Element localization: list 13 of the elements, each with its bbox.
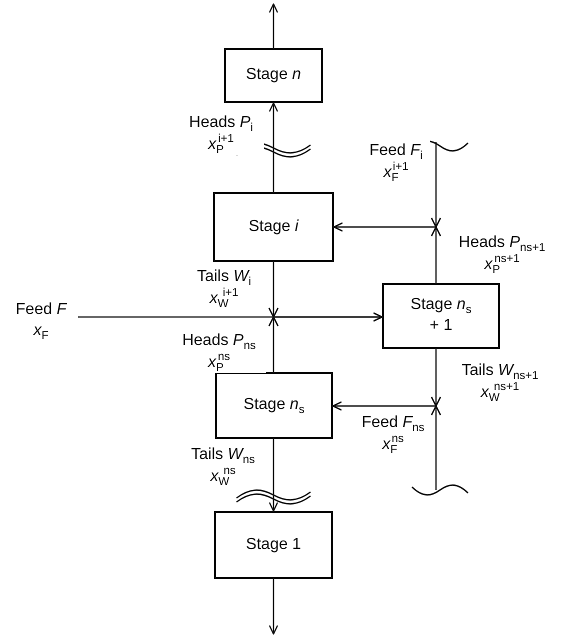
stage-box: Stage i: [213, 192, 334, 262]
arrow: [268, 579, 278, 635]
stage-box: Stage n$_{s}$ + 1: [382, 283, 500, 349]
arrow: [78, 312, 383, 322]
arrow: [332, 401, 442, 490]
arrow: [268, 439, 278, 512]
stage-box: Stage 1: [214, 511, 333, 579]
feed-label: Feed F x$_{F}$: [6, 296, 76, 346]
arrow: [333, 142, 442, 232]
arrow: [268, 3, 278, 48]
stage-box: Stage n: [224, 48, 323, 103]
stage-box: Stage n$_{s}$: [215, 372, 333, 439]
arrow: [268, 102, 278, 192]
